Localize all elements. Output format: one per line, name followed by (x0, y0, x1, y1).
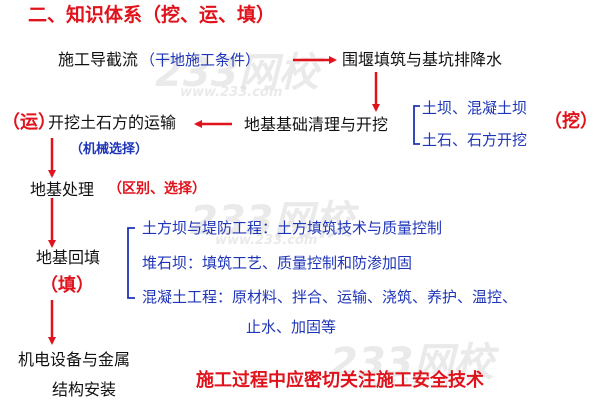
label-transport: （运） (2, 112, 56, 133)
label-dig: （挖） (544, 111, 596, 132)
dig-bracket (413, 105, 420, 145)
node-treatment-note: （区别、选择） (108, 181, 206, 197)
dig-item: 土坝、混凝土坝 (422, 99, 528, 117)
safety-note: 施工过程中应密切关注施工安全技术 (196, 370, 484, 391)
node-cofferdam: 围堰填筑与基坑排降水 (342, 50, 503, 69)
node-install-line1: 机电设备与金属 (18, 350, 131, 369)
node-diversion-note: （干地施工条件） (140, 51, 261, 69)
watermark: www.233.com (360, 376, 463, 391)
node-transport-note: （机械选择） (70, 142, 149, 157)
label-backfill: （填） (40, 275, 94, 296)
fill-bracket (127, 227, 135, 299)
fill-item: 土方坝与堤防工程：土方填筑技术与质量控制 (142, 219, 443, 237)
watermark: www.233.com (215, 233, 318, 248)
node-treatment: 地基处理 (30, 180, 95, 199)
fill-item: 堆石坝：填筑工艺、质量控制和防渗加固 (142, 254, 413, 272)
watermark: 233网校 (330, 340, 494, 386)
node-foundation-clear: 地基基础清理与开挖 (244, 115, 389, 134)
page-title: 二、知识体系（挖、运、填） (28, 4, 276, 26)
watermark: 233网校 (190, 198, 354, 244)
node-backfill: 地基回填 (36, 248, 101, 267)
fill-item: 混凝土工程：原材料、拌合、运输、浇筑、养护、温控、 (142, 288, 518, 306)
node-diversion: 施工导截流 (58, 50, 139, 69)
dig-item: 土石、石方开挖 (422, 131, 528, 149)
node-install-line2: 结构安装 (52, 380, 117, 399)
fill-item: 止水、加固等 (246, 318, 337, 336)
watermark: 233网校 (155, 50, 319, 96)
node-transport: 开挖土石方的运输 (48, 113, 177, 132)
watermark: www.233.com (180, 85, 283, 100)
